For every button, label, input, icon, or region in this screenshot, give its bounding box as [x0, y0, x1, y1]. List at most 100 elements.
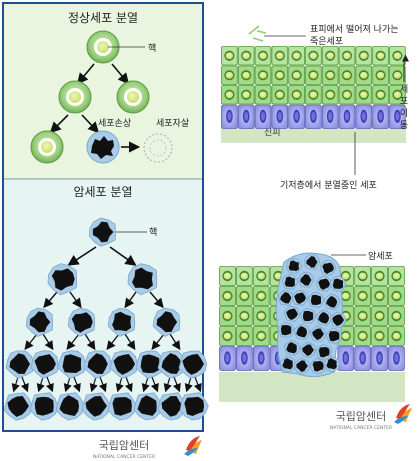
- epidermal-cell: [288, 65, 305, 85]
- cancer-cell: [298, 272, 315, 288]
- cancer-cell: [133, 392, 163, 421]
- basal-cell: [338, 104, 356, 129]
- cancer-cell: [278, 289, 295, 306]
- damaged-cell: [86, 130, 120, 164]
- epidermal-cell: [354, 286, 372, 306]
- arrow: [151, 333, 165, 351]
- epidermal-cell: [389, 46, 406, 66]
- cancer-cell: [67, 307, 96, 337]
- cancer-cell: [157, 392, 187, 421]
- arrow: [111, 63, 130, 85]
- cancer-cell: [286, 258, 303, 274]
- epidermal-cell: [338, 65, 356, 85]
- epidermal-cell: [219, 286, 236, 306]
- cancer-cell: [294, 357, 310, 374]
- cancer-cell: [277, 321, 295, 338]
- cancer-mass: [275, 252, 347, 378]
- epidermal-cell: [288, 46, 305, 66]
- arrow: [98, 376, 107, 393]
- cancer-cell: [292, 289, 309, 306]
- arrow: [106, 333, 120, 351]
- epidermal-cell: [388, 306, 405, 326]
- cancer-cell: [283, 339, 300, 356]
- epidermal-cell: [219, 306, 236, 326]
- cancer-cell: [293, 323, 311, 340]
- svg-text:동: 동: [400, 120, 408, 131]
- epidermal-cell: [221, 65, 238, 85]
- cancer-cell: [325, 327, 342, 344]
- dermis-label: 진피: [264, 127, 281, 138]
- shed-label-line2: 죽은세포: [310, 36, 343, 47]
- logo-mark-icon: [184, 436, 202, 456]
- cancer-cell: [107, 392, 137, 421]
- cancer-cell: [330, 276, 347, 292]
- epidermal-cell: [371, 306, 388, 326]
- cancer-cell: [179, 392, 209, 421]
- cancer-cell: [282, 274, 299, 290]
- epidermal-cell: [219, 326, 236, 346]
- logo-english-left: NATIONAL CANCER CENTER: [93, 454, 155, 460]
- epidermal-cell: [338, 85, 356, 105]
- cancer-cell: [3, 392, 33, 421]
- arrow: [63, 376, 72, 393]
- epidermal-cell: [321, 85, 339, 105]
- normal-cell: [116, 80, 150, 114]
- arrow: [45, 376, 54, 393]
- epidermal-cell: [235, 266, 253, 286]
- epidermal-cell: [388, 266, 405, 286]
- arrow: [11, 376, 20, 393]
- basal-cell: [271, 104, 289, 129]
- epidermal-cell: [321, 65, 339, 85]
- damage-label: 세포손상: [98, 118, 131, 129]
- epidermal-cell: [252, 266, 270, 286]
- cancer-cell: [315, 343, 332, 360]
- epidermal-cell: [254, 65, 272, 85]
- basal-cell: [288, 104, 305, 129]
- svg-text:포: 포: [400, 97, 408, 107]
- epidermal-cell: [354, 326, 372, 346]
- arrow: [43, 291, 58, 309]
- arrow: [72, 376, 81, 393]
- cancer-cell: [324, 355, 340, 372]
- shed-cell-icon: [248, 25, 267, 42]
- epidermal-cell: [237, 65, 255, 85]
- arrow: [184, 376, 193, 393]
- epidermal-cell: [371, 326, 388, 346]
- normal-title: 정상세포 분열: [68, 11, 138, 25]
- shed-label: 표피에서 떨어져 나가는: [310, 23, 399, 35]
- epidermal-cell: [338, 46, 356, 66]
- epidermal-cell: [235, 326, 253, 346]
- epidermal-cell: [389, 65, 406, 85]
- basal-cell: [389, 104, 406, 129]
- basal-cell: [371, 346, 388, 371]
- apoptosis-label: 세포자살: [156, 118, 189, 129]
- epidermal-cell: [305, 65, 322, 85]
- svg-text:세: 세: [400, 84, 408, 95]
- arrow: [141, 376, 150, 393]
- cancer-epidermis-diagram: 암세포: [219, 250, 405, 402]
- epidermal-cell: [354, 266, 372, 286]
- cancer-cell: [5, 350, 34, 379]
- apoptosis-cell: [149, 139, 167, 157]
- arrow: [67, 246, 97, 266]
- arrow: [124, 333, 136, 351]
- logo-english-right: NATIONAL CANCER CENTER: [330, 425, 392, 431]
- cancer-cell: [178, 350, 208, 379]
- cancer-cell: [283, 305, 301, 322]
- normal-cell-tree: 핵 세포손상: [30, 30, 189, 164]
- arrow: [149, 291, 164, 309]
- arrow: [81, 114, 100, 134]
- arrow: [36, 376, 45, 393]
- cancer-cell: [304, 254, 321, 270]
- epidermal-cell: [235, 306, 253, 326]
- cancer-cell: [135, 350, 164, 379]
- logo-name-left: 국립암센터: [99, 439, 150, 452]
- epidermal-cell: [388, 326, 405, 346]
- epidermal-cell: [271, 46, 289, 66]
- basal-cell: [321, 104, 339, 129]
- basal-cell: [219, 346, 236, 371]
- cancer-cell: [315, 309, 333, 326]
- cancer-cell: [81, 392, 111, 421]
- arrow: [69, 291, 82, 309]
